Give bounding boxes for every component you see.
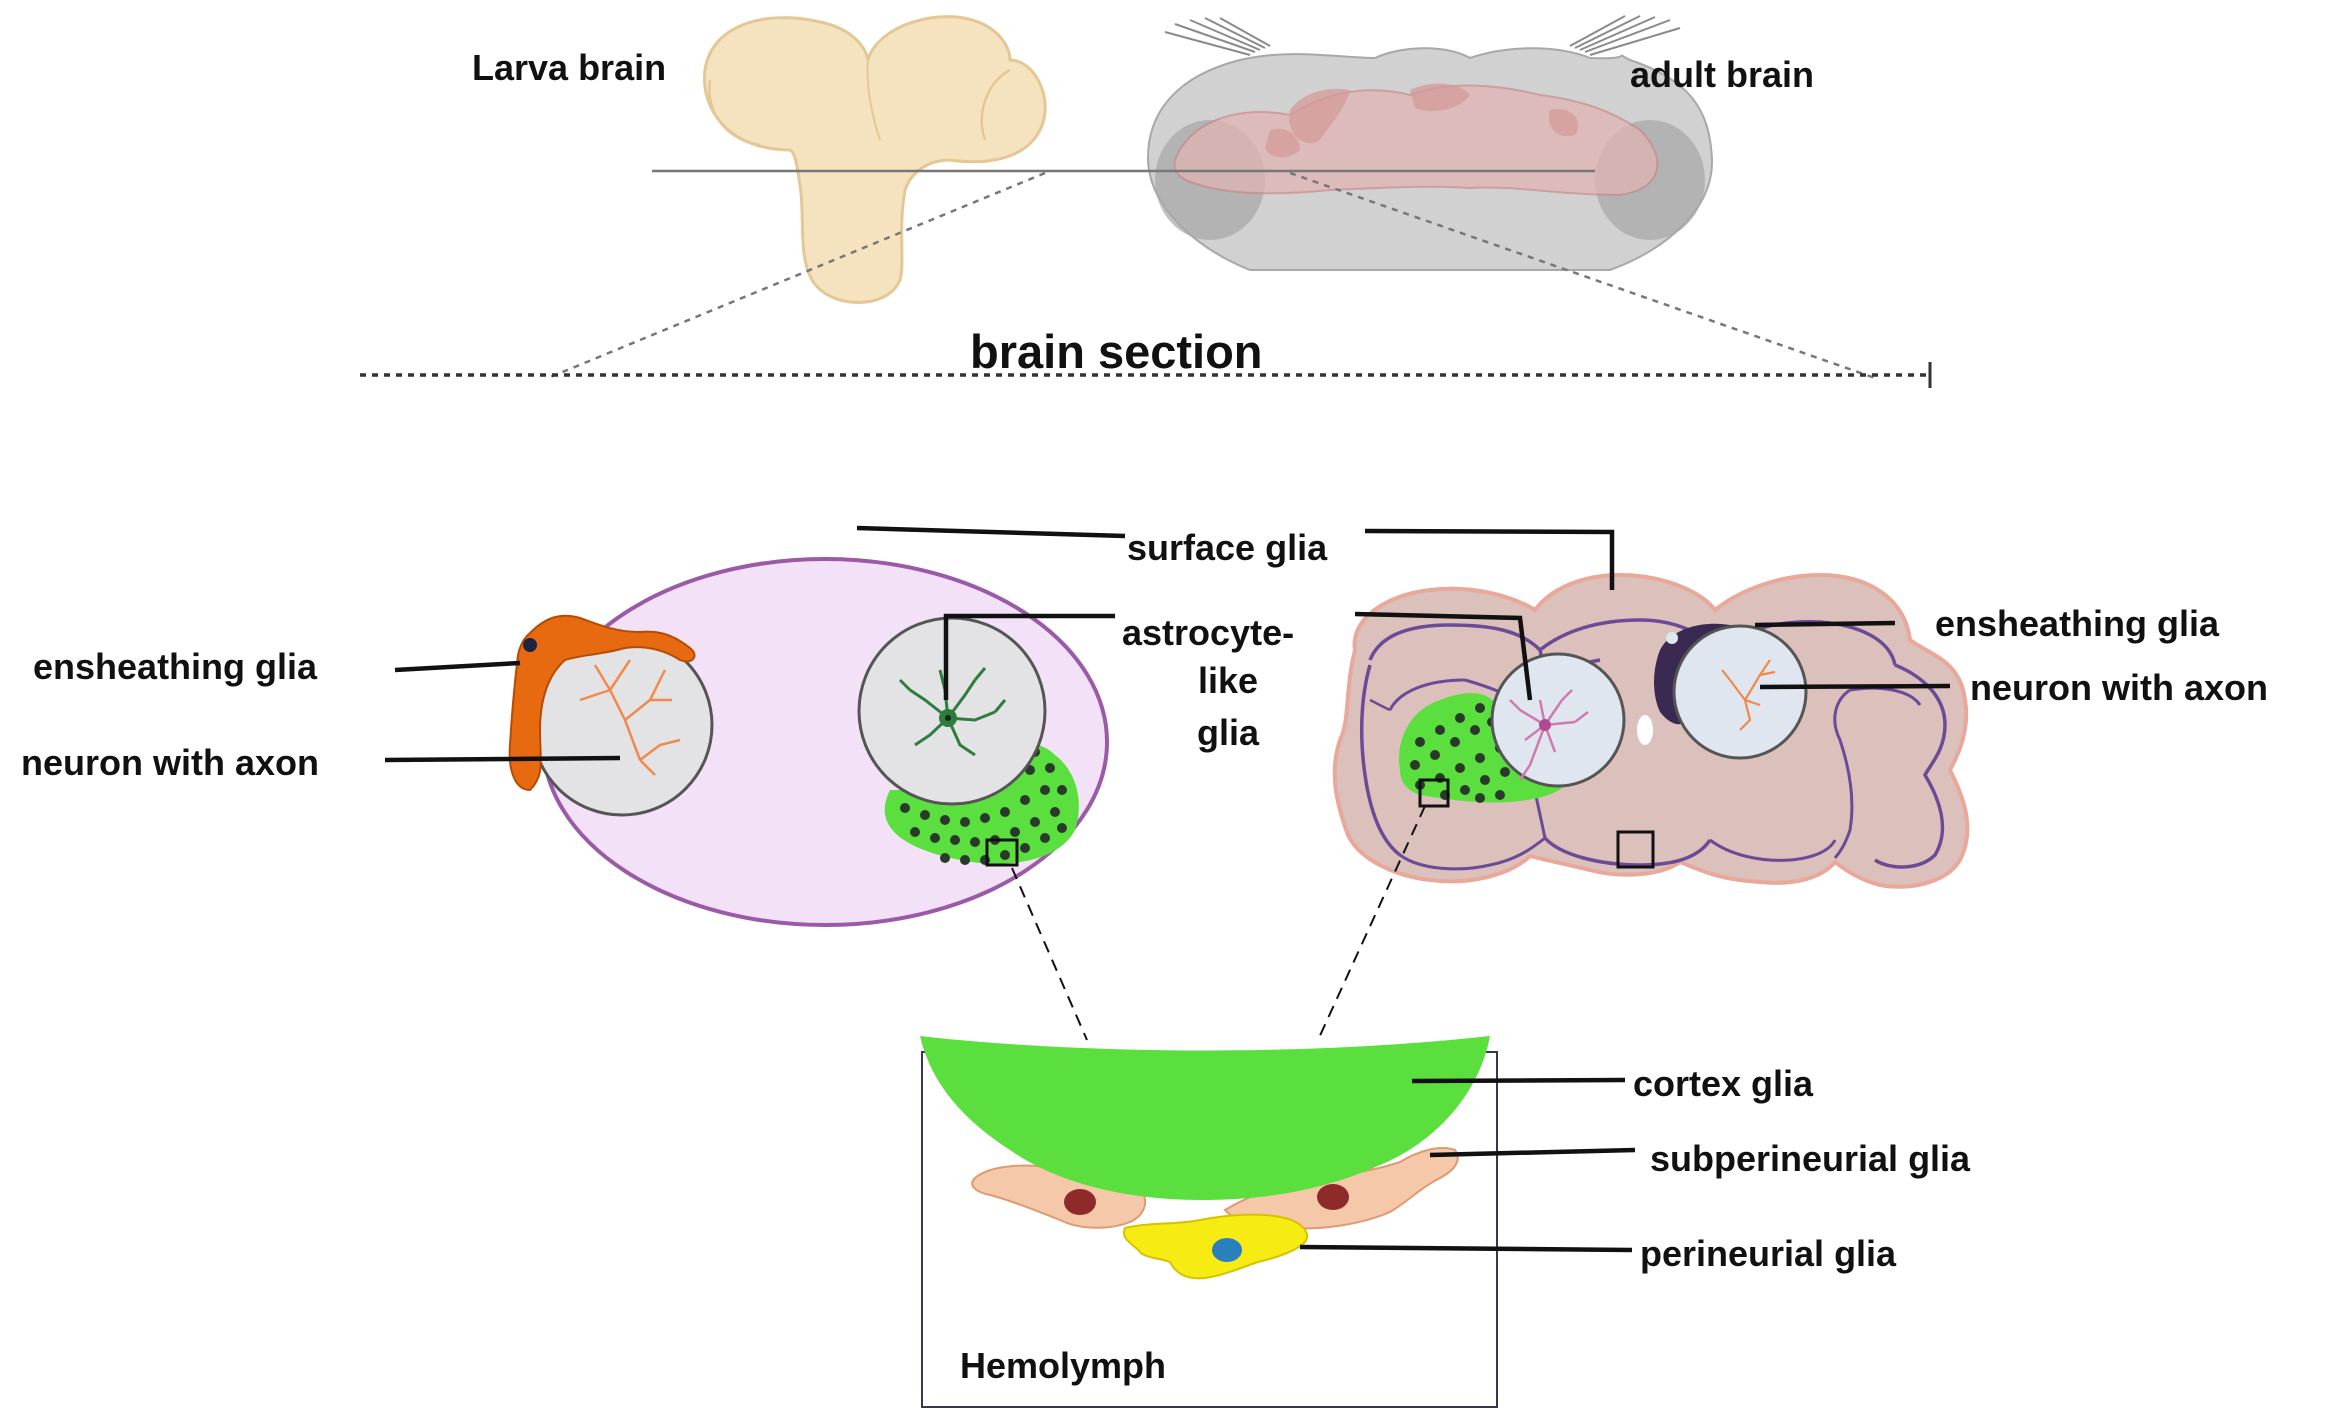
cortex-glia-larva-nuclei <box>900 747 1067 865</box>
astrocyte-larva <box>898 667 1007 757</box>
ensheathing-glia-left-cell <box>508 614 696 792</box>
hemolymph-label: Hemolymph <box>960 1345 1166 1386</box>
adult-brain-label: adult brain <box>1630 54 1814 95</box>
detail-leader-lines <box>1299 1077 1636 1253</box>
projection-line-left <box>547 171 1046 380</box>
cortex-glia-detail <box>920 1036 1490 1200</box>
ensheathing-glia-left-nucleus <box>523 638 537 652</box>
zoom-line-left <box>1011 867 1088 1041</box>
perineurial-glia-label: perineurial glia <box>1640 1233 1897 1274</box>
subperineurial-glia-label: subperineurial glia <box>1650 1138 1971 1179</box>
zoom-box-adult-cortex <box>1418 778 1450 808</box>
neuropil-adult-left <box>1490 652 1626 788</box>
ensheathing-glia-left-label: ensheathing glia <box>33 646 318 687</box>
adult-brain-illustration <box>1146 15 1714 271</box>
larva-brain-label: Larva brain <box>472 47 666 88</box>
subperineurial-nucleus-right <box>1317 1184 1349 1210</box>
leader-lines <box>384 525 1951 763</box>
neuron-with-axon-left-label: neuron with axon <box>21 742 319 783</box>
zoom-box-larva <box>985 838 1019 867</box>
neuron-axon-right <box>1721 659 1776 731</box>
perineurial-nucleus <box>1212 1238 1242 1262</box>
astrocyte-label-line3: glia <box>1197 712 1260 753</box>
zoom-line-right <box>1317 805 1426 1041</box>
neuron-axon-left <box>579 659 681 776</box>
adult-section <box>1332 572 1970 889</box>
zoom-box-adult-surface <box>1616 830 1655 869</box>
surface-glia-label: surface glia <box>1127 527 1328 568</box>
brain-section-label: brain section <box>970 325 1263 378</box>
ensheathing-glia-right-label: ensheathing glia <box>1935 603 2220 644</box>
cortex-glia-label: cortex glia <box>1633 1063 1814 1104</box>
astrocyte-label-line2: like <box>1198 660 1258 701</box>
subperineurial-nucleus-left <box>1064 1189 1096 1215</box>
ensheathing-glia-right-nucleus <box>1666 632 1678 644</box>
larva-brain-illustration <box>702 15 1047 304</box>
astrocyte-label-line1: astrocyte- <box>1122 612 1294 653</box>
projection-line-right <box>1289 171 1876 380</box>
neuron-with-axon-right-label: neuron with axon <box>1970 667 2268 708</box>
